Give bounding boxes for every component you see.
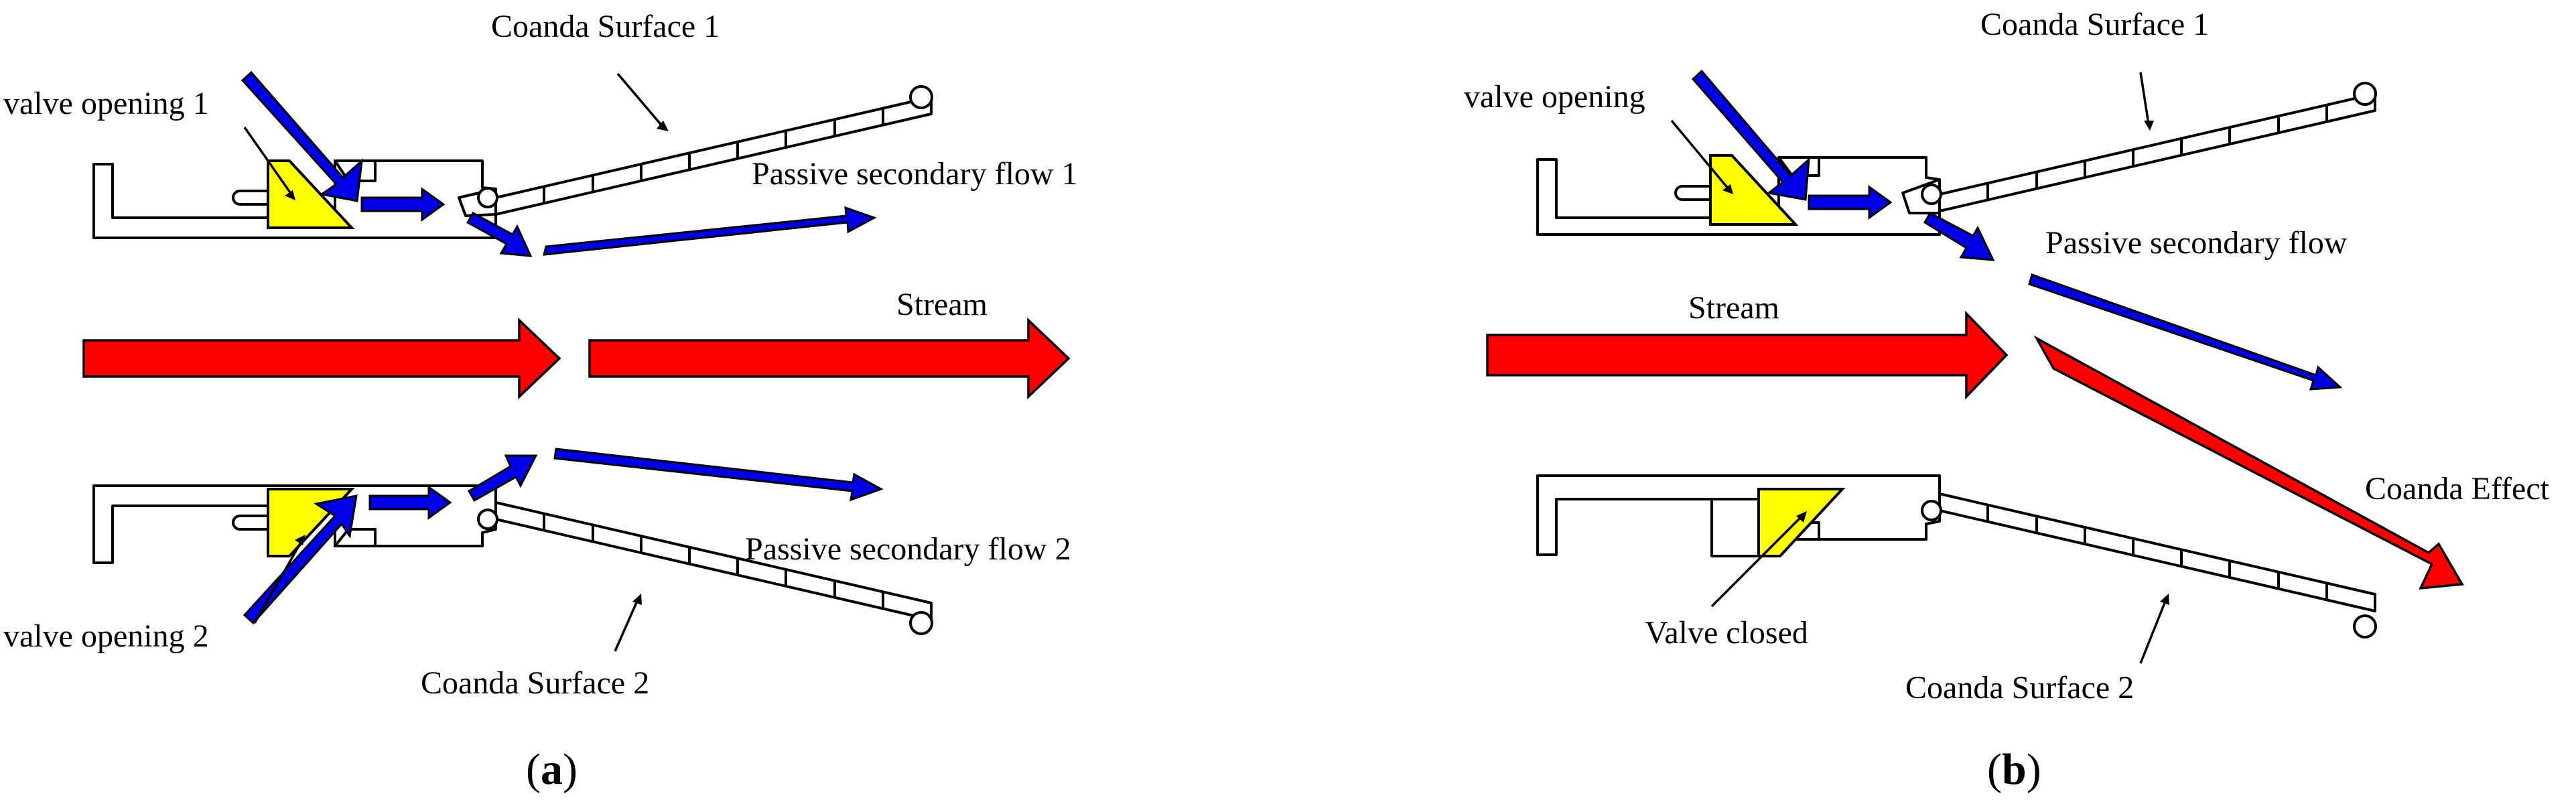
panel-a: Coanda Surface 1 valve opening 1 Passive… [3,9,1078,794]
coanda-tip-lower-a [909,611,933,635]
valve-upper-b [1709,154,1799,226]
stream-arrow-b [1486,310,2009,400]
label-coanda-surface-2-a: Coanda Surface 2 [421,665,649,701]
coanda-surface-lower-b [1938,492,2376,612]
leader-coanda-2-a [614,599,639,652]
leader-arrowhead-valve-2-a [295,535,306,545]
leader-valve-1-a [243,126,293,196]
upper-nozzle-body-b [1536,156,1941,236]
label-secondary-flow-b: Passive secondary flow [2045,225,2348,261]
leader-coanda-1-a [616,72,665,129]
label-coanda-surface-1-b: Coanda Surface 1 [1980,7,2209,42]
panel-b: Coanda Surface 1 valve opening Passive s… [1464,7,2550,794]
label-coanda-surface-1-a: Coanda Surface 1 [491,9,720,44]
coanda-tip-lower-b [2353,614,2377,638]
label-coanda-effect-b: Coanda Effect [2365,471,2550,507]
coanda-surface-upper-b [1938,92,2376,212]
valve-stem-upper-a [232,190,269,206]
leader-valve-2-a [253,541,303,624]
coanda-effect-arrow-b [2033,335,2464,590]
coanda-root-lower-a [477,509,498,530]
leader-arrowhead-coanda-2-a [632,594,642,605]
valve-seat-lower-b [1710,498,1760,557]
label-secondary-flow-1-a: Passive secondary flow 1 [752,156,1078,192]
leader-coanda-2-b [2139,599,2167,664]
secondary-flow-arrows-b [1691,69,2343,391]
leader-coanda-1-b [2139,72,2150,125]
coanda-root-upper-a [477,187,498,208]
valve-stem-upper-b [1674,185,1712,201]
leader-arrowhead-valve-1-a [285,190,295,200]
leader-valve-closed-b [1710,515,1804,608]
coanda-tip-upper-a [909,85,933,109]
leader-valve-opening-b [1670,119,1730,190]
leader-arrowhead-coanda-1-a [657,121,669,131]
label-stream-b: Stream [1688,290,1779,326]
coanda-root-lower-b [1921,500,1942,521]
leader-arrowhead-valve-opening-b [1722,184,1733,194]
panel-caption-b: (b) [1987,745,2041,794]
label-valve-closed-b: Valve closed [1645,615,1808,651]
secondary-flow-arrows-upper-a [241,70,877,257]
label-valve-opening-1-a: valve opening 1 [3,86,209,121]
leader-arrowhead-coanda-1-b [2144,121,2154,131]
stream-arrow-right-a [588,317,1071,400]
leader-arrowhead-valve-closed-b [1796,511,1807,523]
label-coanda-surface-2-b: Coanda Surface 2 [1905,670,2134,705]
label-secondary-flow-2-a: Passive secondary flow 2 [745,531,1071,567]
label-valve-opening-b: valve opening [1464,79,1645,115]
label-valve-opening-2-a: valve opening 2 [3,618,209,654]
stream-arrow-left-a [82,317,561,400]
panel-caption-a: (a) [526,745,578,794]
coanda-tip-upper-b [2353,82,2377,106]
label-stream-a: Stream [896,287,988,322]
valve-stem-lower-a [232,515,269,531]
leader-arrowhead-coanda-2-b [2160,594,2169,605]
coanda-root-upper-b [1921,184,1942,205]
